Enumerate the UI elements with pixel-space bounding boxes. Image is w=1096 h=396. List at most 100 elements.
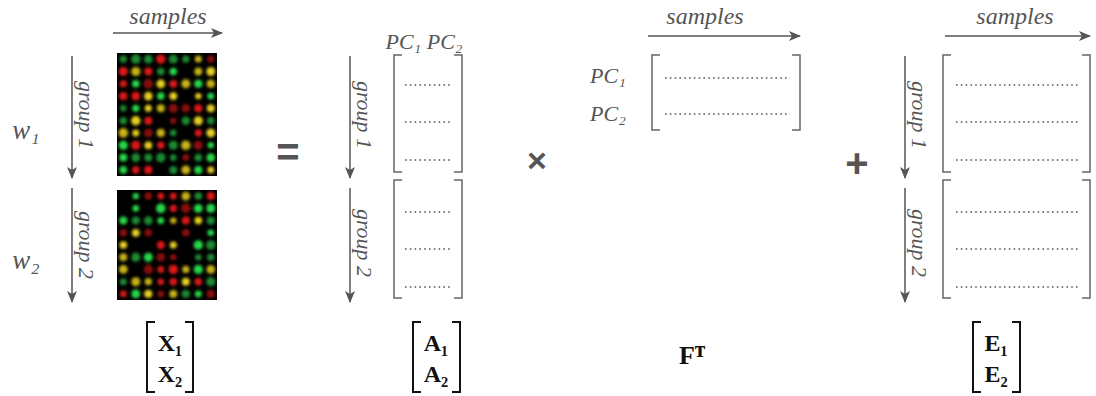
heatmap-spot <box>195 56 202 63</box>
heatmap-spot <box>157 217 164 224</box>
matrix-bracket <box>652 55 800 130</box>
heatmap-spot <box>169 166 177 174</box>
block-bracket <box>973 322 1020 392</box>
heatmap-spot <box>157 193 164 200</box>
axis-label: samples <box>976 4 1053 28</box>
heatmap-spot <box>144 92 153 101</box>
heatmap-spot <box>156 204 166 214</box>
heatmap-spot <box>206 204 215 213</box>
heatmap-spot <box>169 80 177 88</box>
heatmap-spot <box>206 67 215 76</box>
heatmap-spot <box>194 204 203 213</box>
heatmap-spot <box>157 104 165 112</box>
group-arrow <box>904 56 906 178</box>
heatmap-spot <box>145 105 152 112</box>
matrix-bracket <box>943 180 1090 298</box>
heatmap-spot <box>131 54 141 64</box>
dotted-rows <box>405 78 1080 287</box>
heatmap-spot <box>131 141 140 150</box>
heatmap-spot <box>119 217 127 225</box>
group-label: group 2 <box>75 211 97 279</box>
heatmap-spot <box>170 254 177 261</box>
heatmap-spot <box>182 117 190 125</box>
heatmap-spot <box>207 153 216 162</box>
heatmap-spot <box>120 278 127 285</box>
heatmap-spot <box>119 253 127 261</box>
weight-label: w₁ <box>12 117 39 144</box>
heatmap-spot <box>181 79 190 88</box>
heatmap-spot <box>158 278 165 285</box>
heatmap-spot <box>207 117 214 124</box>
heatmap-spot <box>182 229 190 237</box>
matrix-bracket <box>394 180 462 298</box>
heatmap-spot <box>170 217 176 223</box>
matrix-label: A₁ <box>424 331 449 355</box>
heatmap-spot <box>195 129 202 136</box>
heatmap-spot <box>156 55 165 64</box>
heatmap-spot <box>181 141 191 151</box>
heatmap-spot <box>157 266 164 273</box>
heatmap-spots <box>119 192 216 298</box>
heatmap-spot <box>195 278 202 285</box>
heatmap-spot <box>169 104 178 113</box>
heatmap-spot <box>182 55 189 62</box>
heatmap-spot <box>157 92 165 100</box>
heatmap-spot <box>207 167 214 174</box>
heatmap-spot <box>170 242 177 249</box>
heatmap-spot <box>131 67 140 76</box>
heatmap-spot <box>144 166 152 174</box>
axis-label: samples <box>666 4 743 28</box>
heatmap-spot <box>131 290 140 299</box>
heatmap-spot <box>132 166 139 173</box>
group-arrow <box>349 188 351 302</box>
heatmap-spot <box>182 104 191 113</box>
component-label: PC₂ <box>590 103 626 125</box>
heatmap-spot <box>131 253 140 262</box>
heatmap-spot <box>132 229 140 237</box>
heatmap-spot <box>132 205 139 212</box>
group-label: group 2 <box>353 209 375 277</box>
heatmap-spot <box>132 153 141 162</box>
heatmap-spot <box>182 192 191 201</box>
weight-label: w₂ <box>12 247 39 274</box>
heatmap-spot <box>170 278 178 286</box>
heatmap-spot <box>181 165 190 174</box>
heatmap-spot <box>144 55 153 64</box>
heatmap-spot <box>120 105 126 111</box>
heatmap-spot <box>194 68 202 76</box>
matrix-label: E₁ <box>984 331 1007 355</box>
heatmap-spot <box>144 117 152 125</box>
matrix-label: E₂ <box>984 362 1007 386</box>
heatmap-spot <box>132 217 140 225</box>
heatmap-spot <box>144 68 152 76</box>
heatmap-spot <box>207 192 215 200</box>
heatmap-spot <box>194 240 203 249</box>
block-bracket <box>413 322 460 392</box>
heatmap-spot <box>132 129 139 136</box>
heatmap-spot <box>169 290 177 298</box>
heatmap <box>117 190 217 300</box>
heatmap-spot <box>119 141 128 150</box>
heatmap-spot <box>182 278 190 286</box>
matrix-label: A₂ <box>424 362 449 386</box>
axis-label: samples <box>129 4 206 28</box>
heatmap-spot <box>182 266 189 273</box>
heatmap-spot <box>120 80 127 87</box>
group-arrow <box>71 188 73 302</box>
heatmap-spot <box>119 154 127 162</box>
heatmap-spot <box>156 153 165 162</box>
heatmap-spot <box>195 291 202 298</box>
heatmap-spot <box>206 240 216 250</box>
matrix-label: X₂ <box>158 362 183 386</box>
heatmap-spot <box>169 92 177 100</box>
heatmap-spot <box>144 216 153 225</box>
heatmap-spot <box>144 141 152 149</box>
heatmap-spot <box>206 277 215 286</box>
heatmap-spot <box>132 80 140 88</box>
heatmap-spot <box>157 129 165 137</box>
heatmap-spot <box>119 128 129 138</box>
heatmap-spot <box>208 142 214 148</box>
group-arrow <box>904 188 906 302</box>
block-bracket <box>147 322 193 392</box>
